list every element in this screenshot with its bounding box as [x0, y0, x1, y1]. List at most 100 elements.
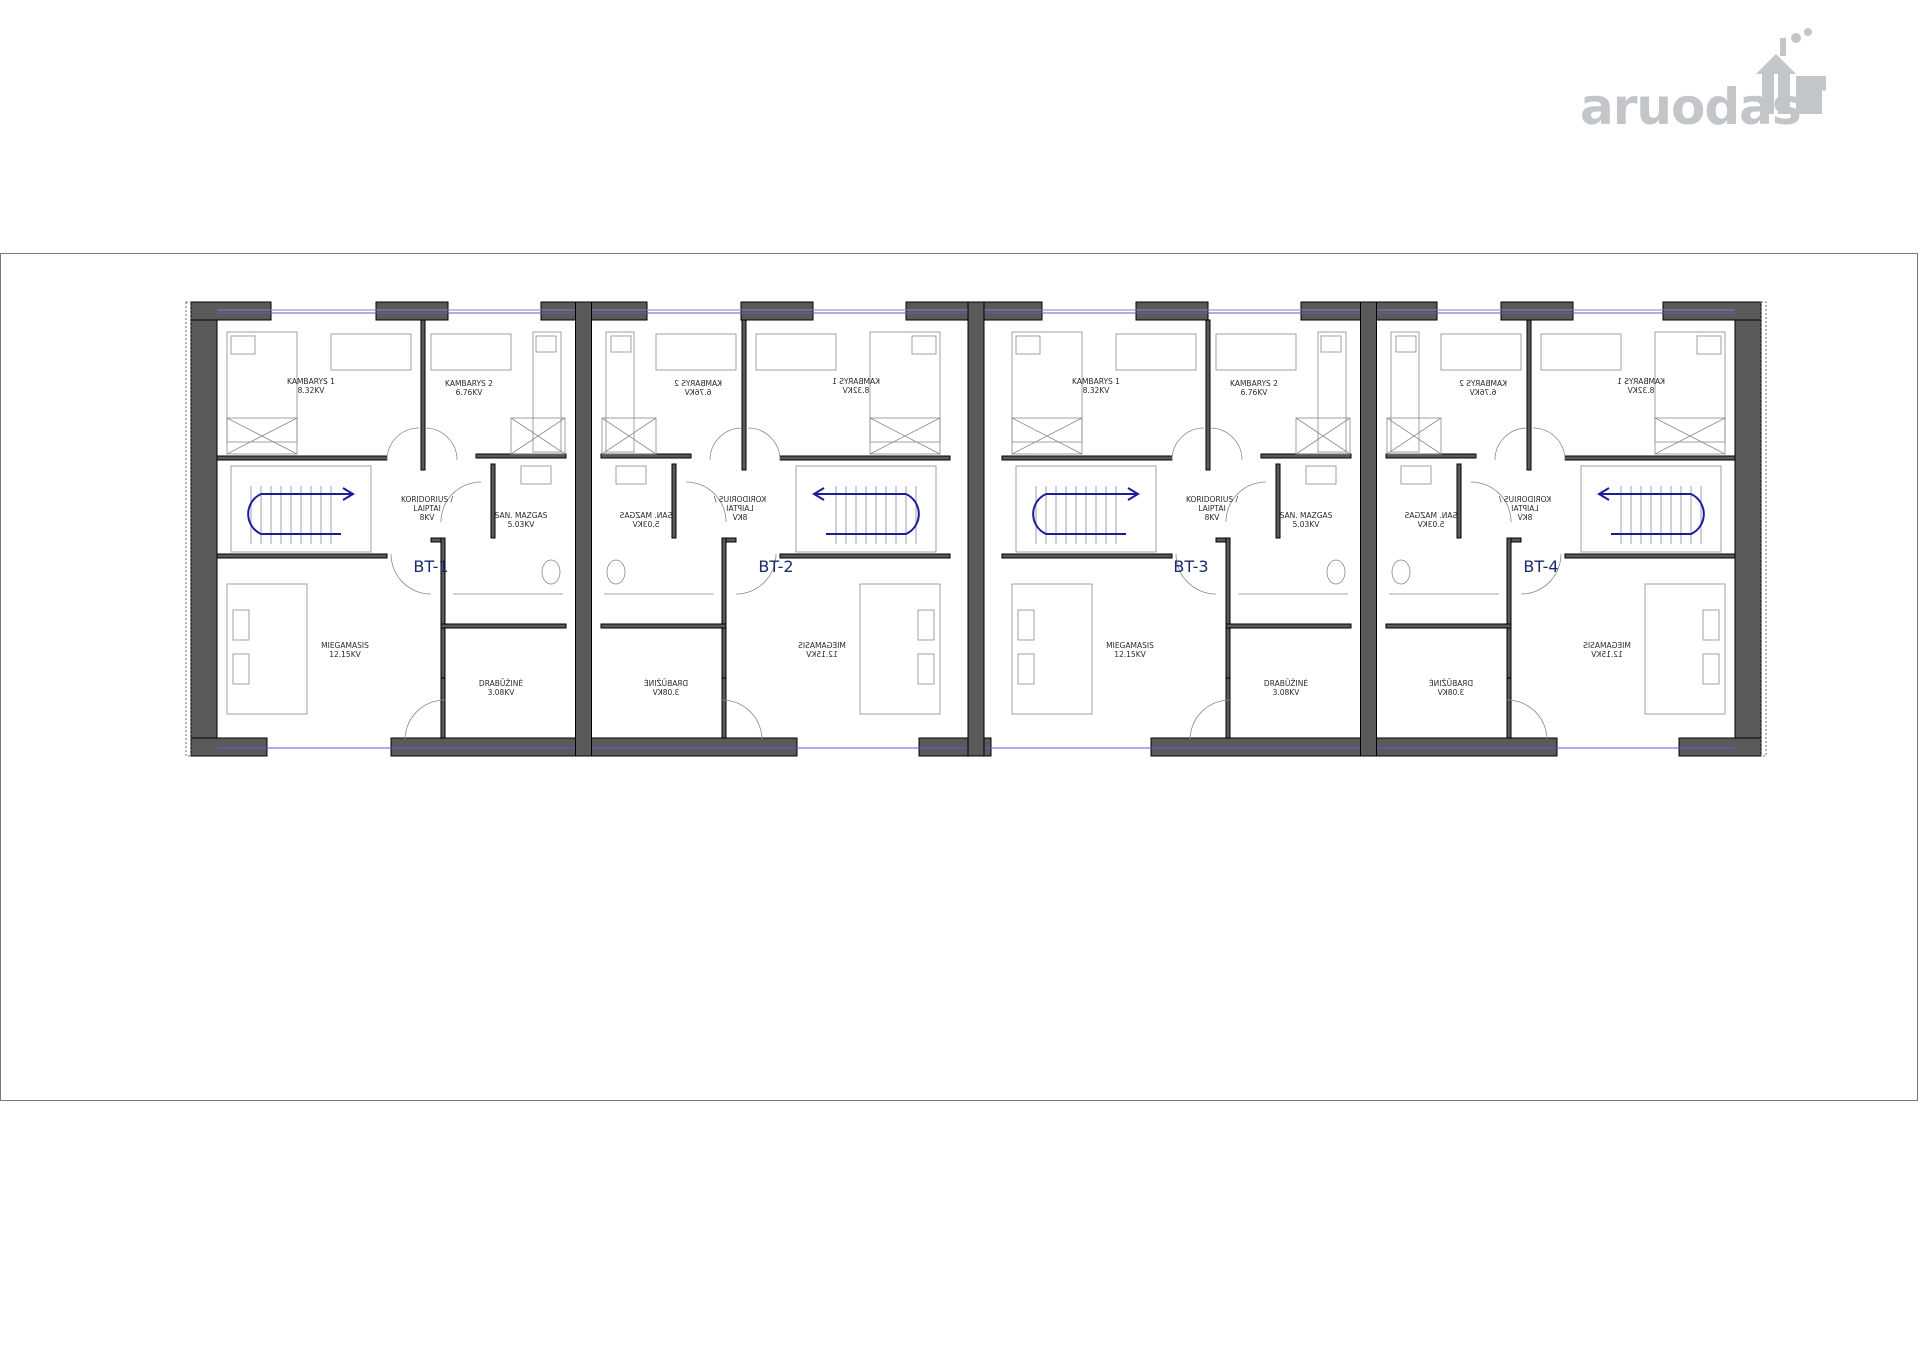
room-label: 8KV: [1517, 513, 1533, 522]
stair-arrow-head: [1127, 487, 1140, 501]
stair-run-arrow: [1611, 493, 1705, 535]
insulation-left: [185, 301, 192, 757]
unit-label-bt-2: BT-2: [758, 557, 793, 576]
pillow-m1: [1017, 609, 1035, 641]
room-label: KORIDORIUS /: [1186, 495, 1239, 504]
pillow-k1: [230, 335, 256, 355]
door-swing: [1532, 427, 1566, 461]
wall: [440, 677, 446, 739]
wall: [475, 453, 567, 459]
pillow-m1: [1702, 609, 1720, 641]
house-logo-icon: [1756, 28, 1826, 114]
room-label: 3.08KV: [488, 688, 516, 697]
wardrobe: [1011, 417, 1083, 455]
wall: [721, 677, 727, 739]
room-label: 6.76KV: [684, 388, 712, 397]
wall: [216, 553, 388, 559]
bed-k2: [1317, 331, 1347, 453]
wall: [1385, 453, 1477, 459]
room-label: SAN. MAZGAS: [495, 511, 548, 520]
pillow-k2: [1395, 335, 1417, 353]
wall: [721, 537, 727, 679]
pillow-k1: [1015, 335, 1041, 355]
pillow-k2: [1320, 335, 1342, 353]
door-swing: [709, 427, 743, 461]
wall: [1001, 553, 1173, 559]
room-label: MIEGAMASIS: [1583, 641, 1631, 650]
wardrobe-cross: [1295, 417, 1351, 455]
room-label: 8.32KV: [1627, 386, 1655, 395]
stair: [795, 465, 937, 553]
wall: [1275, 463, 1281, 539]
desk-k2: [430, 333, 512, 371]
room-label: DRABŪŽINĖ: [1264, 679, 1308, 688]
wardrobe: [601, 417, 657, 455]
wall: [390, 737, 798, 757]
room-label: 6.76KV: [1241, 388, 1269, 397]
stair-outline: [1580, 465, 1722, 553]
wardrobe: [510, 417, 566, 455]
sink: [1305, 465, 1337, 485]
wall: [600, 623, 727, 629]
bed-miegamasis: [1011, 583, 1093, 715]
wardrobe: [226, 417, 298, 455]
room-label: KAMBARYS 1: [1617, 377, 1665, 386]
wall: [1225, 537, 1231, 679]
bed-k2: [605, 331, 635, 453]
pillow-k2: [535, 335, 557, 353]
wall: [1205, 319, 1211, 471]
door-swing: [1470, 481, 1512, 523]
wardrobe-cross: [869, 417, 941, 455]
bed-miegamasis: [226, 583, 308, 715]
stair-arrow-head: [342, 487, 355, 501]
wall: [1225, 677, 1231, 739]
pillow-m2: [1017, 653, 1035, 685]
room-label: 5.03KV: [1293, 520, 1321, 529]
wall: [1385, 623, 1512, 629]
wall: [1506, 537, 1512, 679]
stair-outline: [795, 465, 937, 553]
bed-k1: [869, 331, 941, 443]
wall: [671, 463, 677, 539]
room-label: KAMBARYS 1: [832, 377, 880, 386]
wall: [740, 301, 814, 321]
wall: [1662, 301, 1762, 321]
desk-k2: [655, 333, 737, 371]
wall: [741, 319, 747, 471]
wall: [779, 553, 951, 559]
wall: [575, 301, 592, 757]
door-swing: [404, 699, 446, 741]
pillow-m2: [917, 653, 935, 685]
room-label: KAMBARYS 2: [674, 379, 722, 388]
wall: [1456, 463, 1462, 539]
toilet: [1391, 559, 1411, 585]
wardrobe: [869, 417, 941, 455]
wardrobe: [1386, 417, 1442, 455]
room-label: 6.76KV: [1469, 388, 1497, 397]
door-swing: [747, 427, 781, 461]
wardrobe-cross: [1386, 417, 1442, 455]
stair-run-arrow: [1032, 493, 1126, 535]
room-label: LAIPTAI: [1511, 504, 1539, 513]
wall: [1150, 737, 1558, 757]
room-label: MIEGAMASIS: [1106, 641, 1154, 650]
pillow-k1: [911, 335, 937, 355]
door-swing: [1171, 427, 1205, 461]
room-label: MIEGAMASIS: [321, 641, 369, 650]
room-label: 3.08KV: [1273, 688, 1301, 697]
stair-run-arrow: [826, 493, 920, 535]
stair-outline: [230, 465, 372, 553]
desk-k1: [330, 333, 412, 371]
room-label: 8.32KV: [842, 386, 870, 395]
wall: [779, 455, 951, 461]
door-swing: [386, 427, 420, 461]
door-swing: [735, 553, 777, 595]
wall: [420, 319, 426, 471]
room-label: 3.08KV: [1437, 688, 1465, 697]
door-swing: [1175, 553, 1217, 595]
toilet: [541, 559, 561, 585]
wall: [1506, 677, 1512, 739]
